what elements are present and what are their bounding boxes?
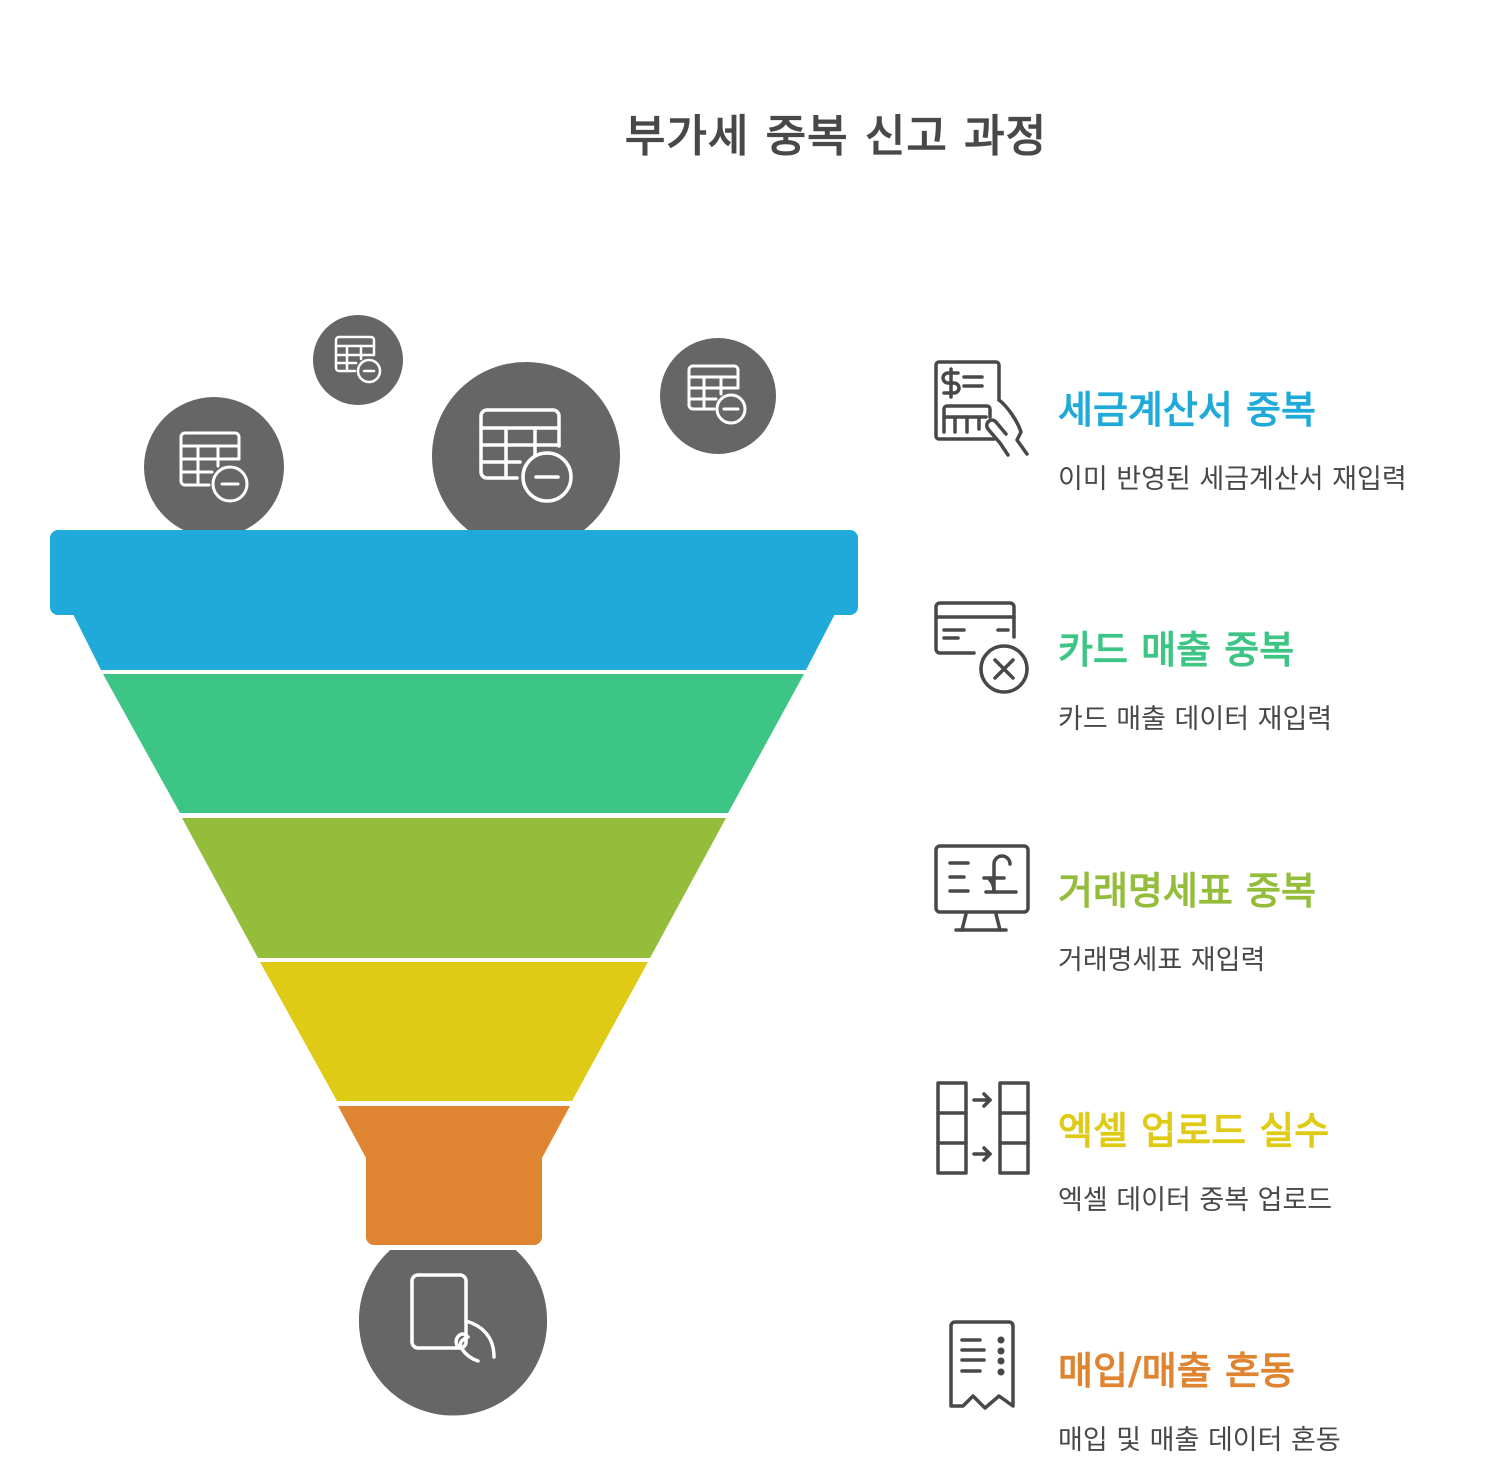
stage-item-2: 카드 매출 중복 카드 매출 데이터 재입력: [930, 597, 1490, 735]
stage-item-5: 매입/매출 혼동 매입 및 매출 데이터 혼동: [930, 1318, 1490, 1456]
funnel-stage-4: [260, 962, 648, 1101]
top-circle-1: [144, 397, 284, 537]
stage-heading-2: 카드 매출 중복: [1058, 628, 1295, 672]
top-circle-3: [432, 362, 620, 550]
funnel-stage-5: [338, 1106, 570, 1245]
spreadsheet-minus-icon: [179, 431, 249, 503]
card-x-icon: [934, 601, 1029, 694]
stage-heading-5: 매입/매출 혼동: [1058, 1349, 1295, 1393]
stage-desc-5: 매입 및 매출 데이터 혼동: [1058, 1425, 1341, 1456]
funnel-stage-2: [103, 674, 804, 813]
page-title: 부가세 중복 신고 과정: [624, 111, 1048, 162]
funnel-diagram: [50, 315, 858, 1416]
monitor-pound-icon: [934, 844, 1030, 932]
columns-transfer-icon: [936, 1081, 1030, 1175]
funnel-stage-3: [182, 818, 726, 958]
stage-heading-3: 거래명세표 중복: [1058, 869, 1316, 913]
stage-desc-4: 엑셀 데이터 중복 업로드: [1058, 1185, 1333, 1216]
spreadsheet-minus-icon: [479, 408, 573, 503]
stage-item-1: 세금계산서 중복 이미 반영된 세금계산서 재입력: [930, 357, 1490, 495]
funnel-stage-1: [50, 530, 858, 670]
stage-desc-2: 카드 매출 데이터 재입력: [1058, 704, 1333, 735]
stage-item-3: 거래명세표 중복 거래명세표 재입력: [930, 838, 1490, 976]
stage-heading-4: 엑셀 업로드 실수: [1058, 1109, 1330, 1153]
spreadsheet-minus-icon: [334, 335, 382, 384]
hand-holding-card-icon: [410, 1273, 496, 1363]
bottom-circle: [359, 1250, 548, 1416]
stage-desc-3: 거래명세표 재입력: [1058, 945, 1266, 976]
stage-item-4: 엑셀 업로드 실수 엑셀 데이터 중복 업로드: [930, 1078, 1490, 1216]
top-circle-4: [660, 338, 776, 454]
stage-heading-1: 세금계산서 중복: [1058, 388, 1316, 432]
stage-desc-1: 이미 반영된 세금계산서 재입력: [1058, 464, 1407, 495]
top-circle-2: [313, 315, 403, 405]
receipt-icon: [949, 1320, 1015, 1410]
invoice-hand-icon: [934, 360, 1029, 457]
spreadsheet-minus-icon: [687, 364, 747, 425]
